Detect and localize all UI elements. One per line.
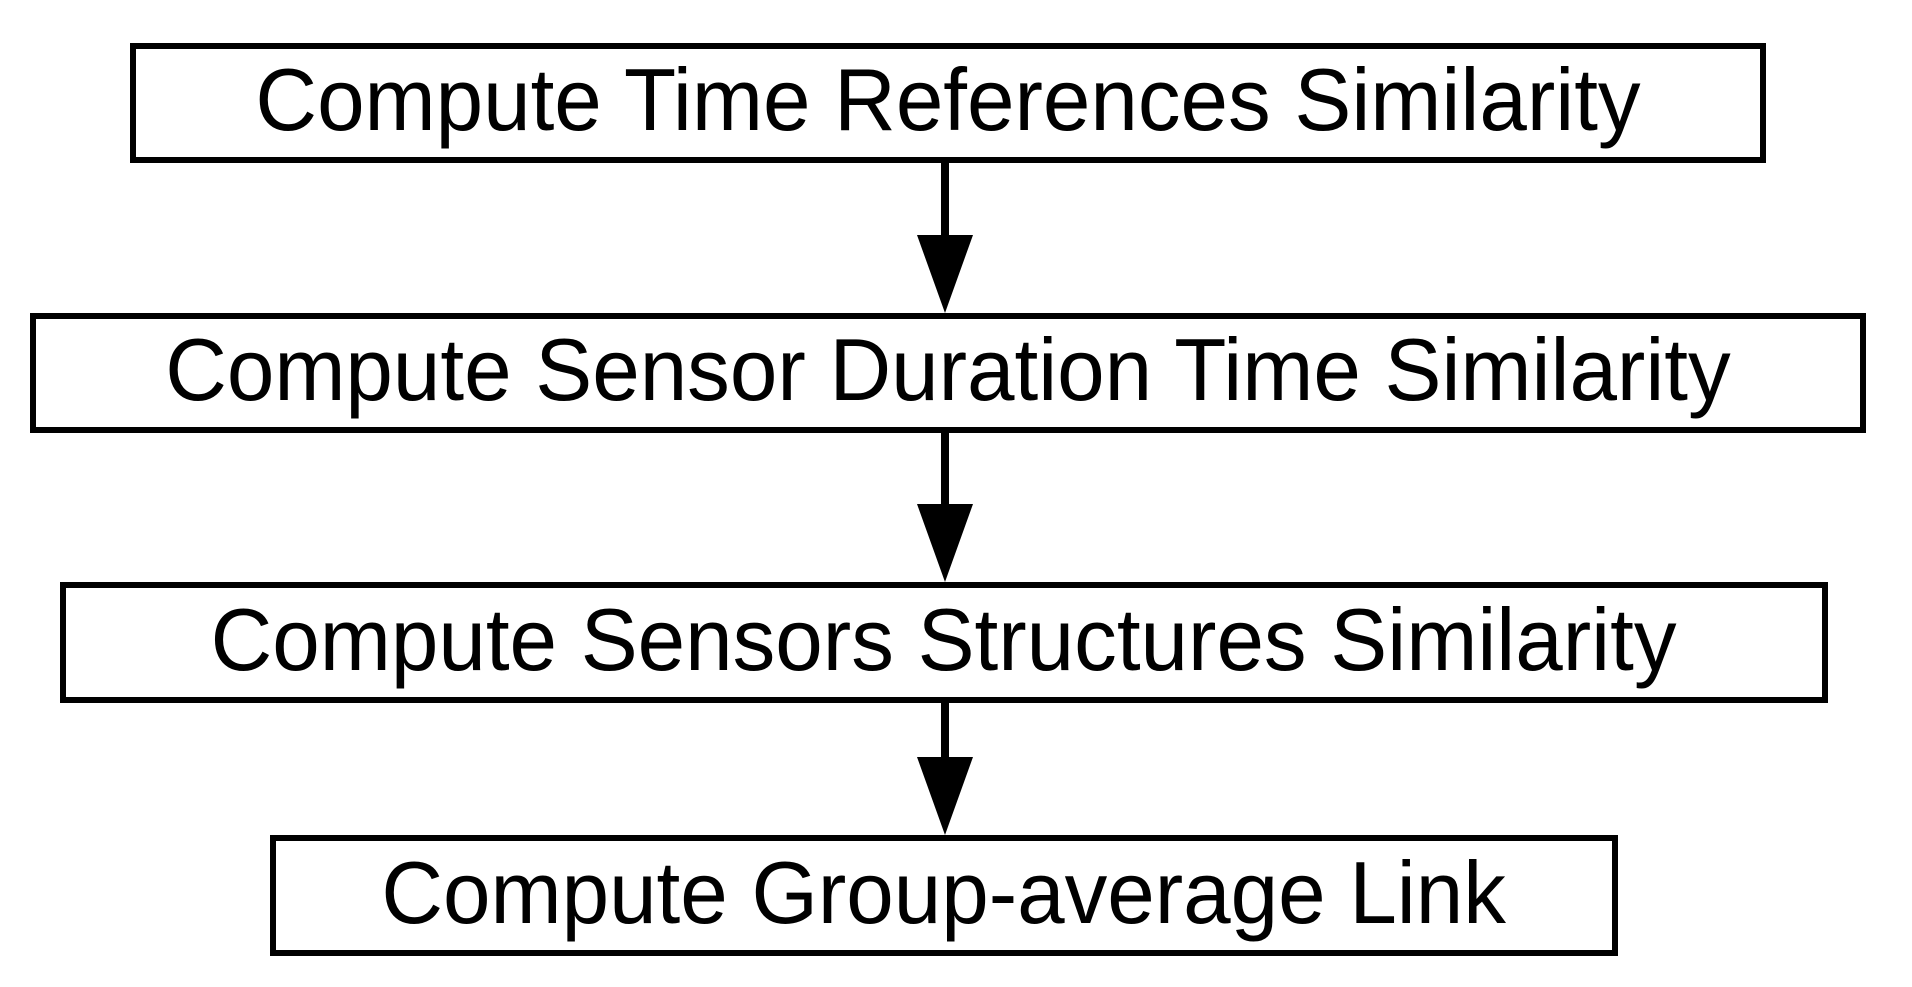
node-label: Compute Sensors Structures Similarity bbox=[211, 589, 1677, 689]
arrow-stem bbox=[941, 161, 949, 235]
flow-node-time-references-similarity: Compute Time References Similarity bbox=[130, 43, 1766, 163]
node-label: Compute Time References Similarity bbox=[255, 50, 1641, 149]
flow-node-group-average-link: Compute Group-average Link bbox=[270, 835, 1618, 956]
arrow-stem bbox=[941, 701, 949, 757]
arrow-head-icon bbox=[917, 235, 973, 313]
flow-node-sensor-duration-time-similarity: Compute Sensor Duration Time Similarity bbox=[30, 313, 1866, 433]
node-label: Compute Sensor Duration Time Similarity bbox=[165, 320, 1731, 419]
down-arrow-1 bbox=[917, 161, 973, 313]
arrow-stem bbox=[941, 431, 949, 504]
arrow-head-icon bbox=[917, 757, 973, 835]
down-arrow-2 bbox=[917, 431, 973, 582]
arrow-head-icon bbox=[917, 504, 973, 582]
flow-node-sensors-structures-similarity: Compute Sensors Structures Similarity bbox=[60, 582, 1828, 703]
down-arrow-3 bbox=[917, 701, 973, 835]
node-label: Compute Group-average Link bbox=[381, 842, 1507, 942]
